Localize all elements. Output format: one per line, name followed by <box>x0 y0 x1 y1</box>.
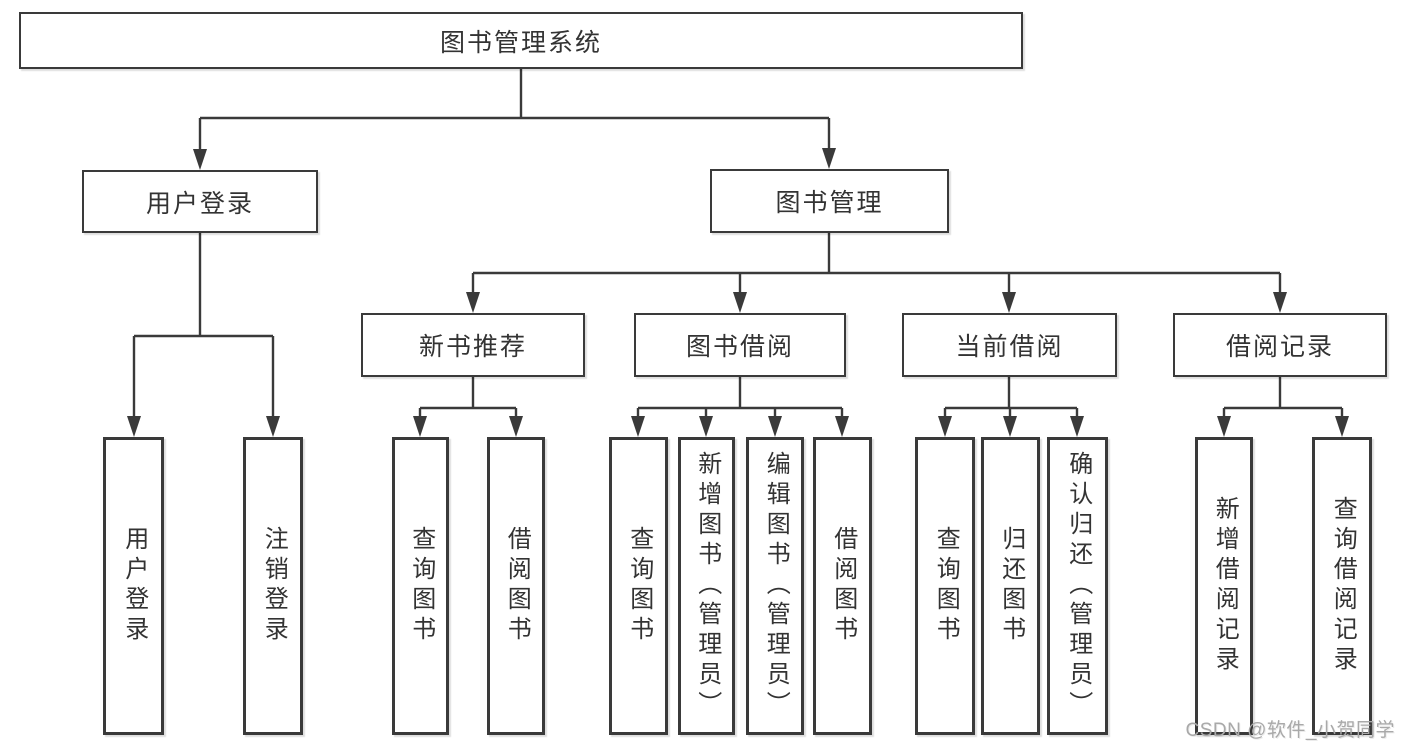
leaf-query-books-current: 查询图书 <box>915 437 975 735</box>
connector-book-borrowing-children <box>631 377 849 437</box>
leaf-query-books-recommend: 查询图书 <box>392 437 449 735</box>
node-label: 新增图书（管理员） <box>693 451 721 721</box>
node-current-borrowing: 当前借阅 <box>902 313 1117 377</box>
watermark: CSDN @软件_小贺同学 <box>1185 720 1395 741</box>
node-borrowing-records: 借阅记录 <box>1173 313 1387 377</box>
node-label: 新增借阅记录 <box>1211 496 1239 676</box>
connector-book-management-children <box>466 233 1287 313</box>
leaf-query-books-borrowing: 查询图书 <box>609 437 668 735</box>
node-book-borrowing: 图书借阅 <box>634 313 846 377</box>
leaf-return-books: 归还图书 <box>981 437 1040 735</box>
node-label: 查询图书 <box>407 526 435 646</box>
connector-current-borrowing-children <box>938 377 1084 437</box>
node-book-management: 图书管理 <box>710 169 949 233</box>
leaf-add-borrow-record: 新增借阅记录 <box>1195 437 1253 735</box>
leaf-user-login: 用户登录 <box>103 437 164 735</box>
leaf-logout: 注销登录 <box>243 437 303 735</box>
node-label: 注销登录 <box>260 526 288 646</box>
node-label: 当前借阅 <box>955 333 1064 361</box>
leaf-borrow-books-recommend: 借阅图书 <box>487 437 545 735</box>
node-label: 借阅记录 <box>1225 333 1334 361</box>
node-label: 确认归还（管理员） <box>1064 451 1092 721</box>
node-label: 用户登录 <box>120 526 148 646</box>
node-label: 用户登录 <box>145 189 254 218</box>
node-label: 借阅图书 <box>503 526 531 646</box>
connector-user-login-children <box>127 233 280 437</box>
node-label: 查询图书 <box>625 526 653 646</box>
connector-borrowing-records-children <box>1217 377 1349 437</box>
node-label: 图书借阅 <box>685 333 794 361</box>
node-label: 图书管理系统 <box>439 28 602 57</box>
connector-new-book-recommend-children <box>413 377 523 437</box>
node-label: 查询借阅记录 <box>1329 496 1357 676</box>
connector-root-to-level2 <box>193 69 836 170</box>
leaf-confirm-return-admin: 确认归还（管理员） <box>1047 437 1108 735</box>
leaf-query-borrow-record: 查询借阅记录 <box>1312 437 1372 735</box>
node-new-book-recommend: 新书推荐 <box>361 313 585 377</box>
node-label: 查询图书 <box>932 526 960 646</box>
node-label: 编辑图书（管理员） <box>762 451 790 721</box>
leaf-edit-book-admin: 编辑图书（管理员） <box>746 437 804 735</box>
node-label: 借阅图书 <box>829 526 857 646</box>
node-label: 归还图书 <box>997 526 1025 646</box>
node-label: 新书推荐 <box>418 333 527 361</box>
leaf-borrow-books: 借阅图书 <box>813 437 872 735</box>
node-label: 图书管理 <box>775 189 884 217</box>
node-user-login: 用户登录 <box>82 170 318 233</box>
node-library-management-system: 图书管理系统 <box>19 12 1023 69</box>
leaf-add-book-admin: 新增图书（管理员） <box>678 437 735 735</box>
